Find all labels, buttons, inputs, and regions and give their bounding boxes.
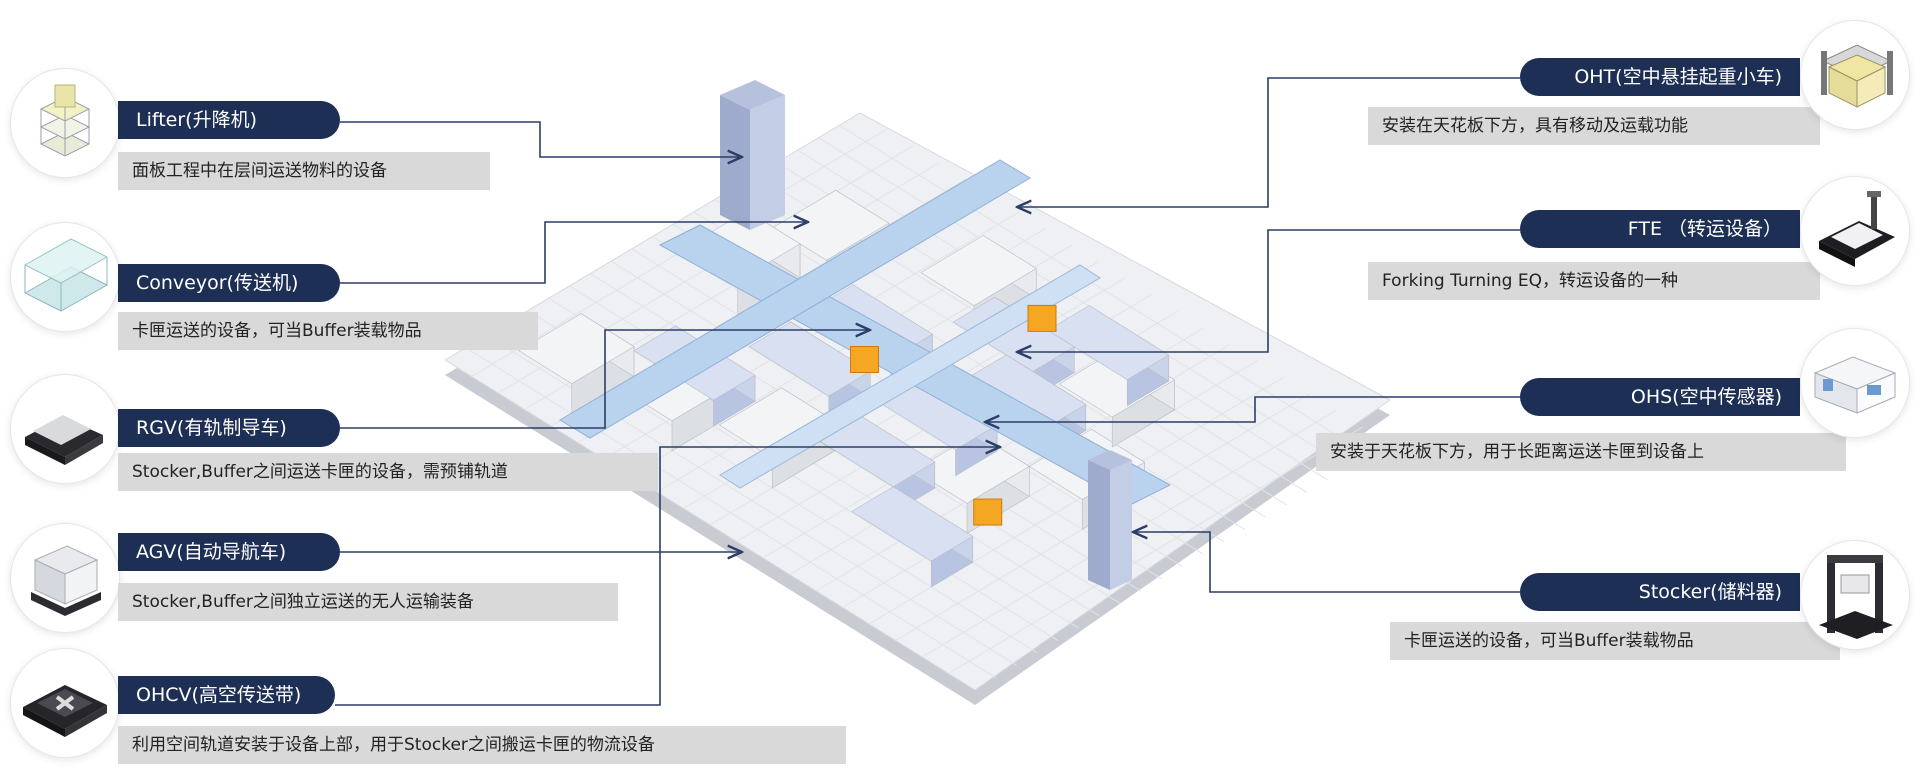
connector-fte — [1017, 229, 1520, 352]
stocker-icon — [1800, 540, 1910, 650]
agv-unit — [850, 346, 879, 373]
rgv-description: Stocker,Buffer之间运送卡匣的设备，需预铺轨道 — [118, 453, 658, 491]
agv-unit — [973, 498, 1003, 526]
rgv-title: RGV(有轨制导车) — [118, 409, 340, 447]
stocker-tower — [1088, 450, 1132, 590]
connector-lifter — [340, 121, 742, 157]
ohcv-title: OHCV(高空传送带) — [118, 676, 335, 714]
stocker-title: Stocker(储料器) — [1520, 573, 1800, 611]
conveyor-description: 卡匣运送的设备，可当Buffer装载物品 — [118, 312, 538, 350]
stocker-description: 卡匣运送的设备，可当Buffer装载物品 — [1390, 622, 1840, 660]
rgv-icon — [10, 374, 120, 484]
agv-unit — [1027, 304, 1057, 332]
ohs-title: OHS(空中传感器) — [1520, 378, 1800, 416]
lifter-icon — [10, 68, 120, 178]
agv-title: AGV(自动导航车) — [118, 533, 340, 571]
connector-conveyor — [340, 222, 808, 284]
fte-title: FTE （转运设备） — [1520, 210, 1800, 248]
fte-icon — [1800, 176, 1910, 286]
connector-ohs — [985, 396, 1520, 422]
ohs-icon — [1800, 328, 1910, 438]
ohs-description: 安装于天花板下方，用于长距离运送卡匣到设备上 — [1316, 433, 1846, 471]
connector-stocker — [1133, 532, 1520, 593]
connector-ohcv — [335, 447, 1000, 706]
fte-description: Forking Turning EQ，转运设备的一种 — [1368, 262, 1820, 300]
connector-oht — [1017, 77, 1520, 207]
agv-icon — [10, 523, 120, 633]
conveyor-title: Conveyor(传送机) — [118, 264, 340, 302]
conveyor-icon — [10, 222, 120, 332]
oht-title: OHT(空中悬挂起重小车) — [1520, 58, 1800, 96]
agv-units — [850, 304, 1057, 526]
lifter-description: 面板工程中在层间运送物料的设备 — [118, 152, 490, 190]
oht-description: 安装在天花板下方，具有移动及运载功能 — [1368, 107, 1820, 145]
agv-description: Stocker,Buffer之间独立运送的无人运输装备 — [118, 583, 618, 621]
lifter-title: Lifter(升降机) — [118, 101, 340, 139]
conveyor-lanes — [559, 159, 1172, 506]
ohcv-description: 利用空间轨道安装于设备上部，用于Stocker之间搬运卡匣的物流设备 — [118, 726, 846, 764]
oht-icon — [1800, 20, 1910, 130]
ohcv-icon — [10, 648, 120, 758]
connector-rgv — [340, 330, 870, 429]
